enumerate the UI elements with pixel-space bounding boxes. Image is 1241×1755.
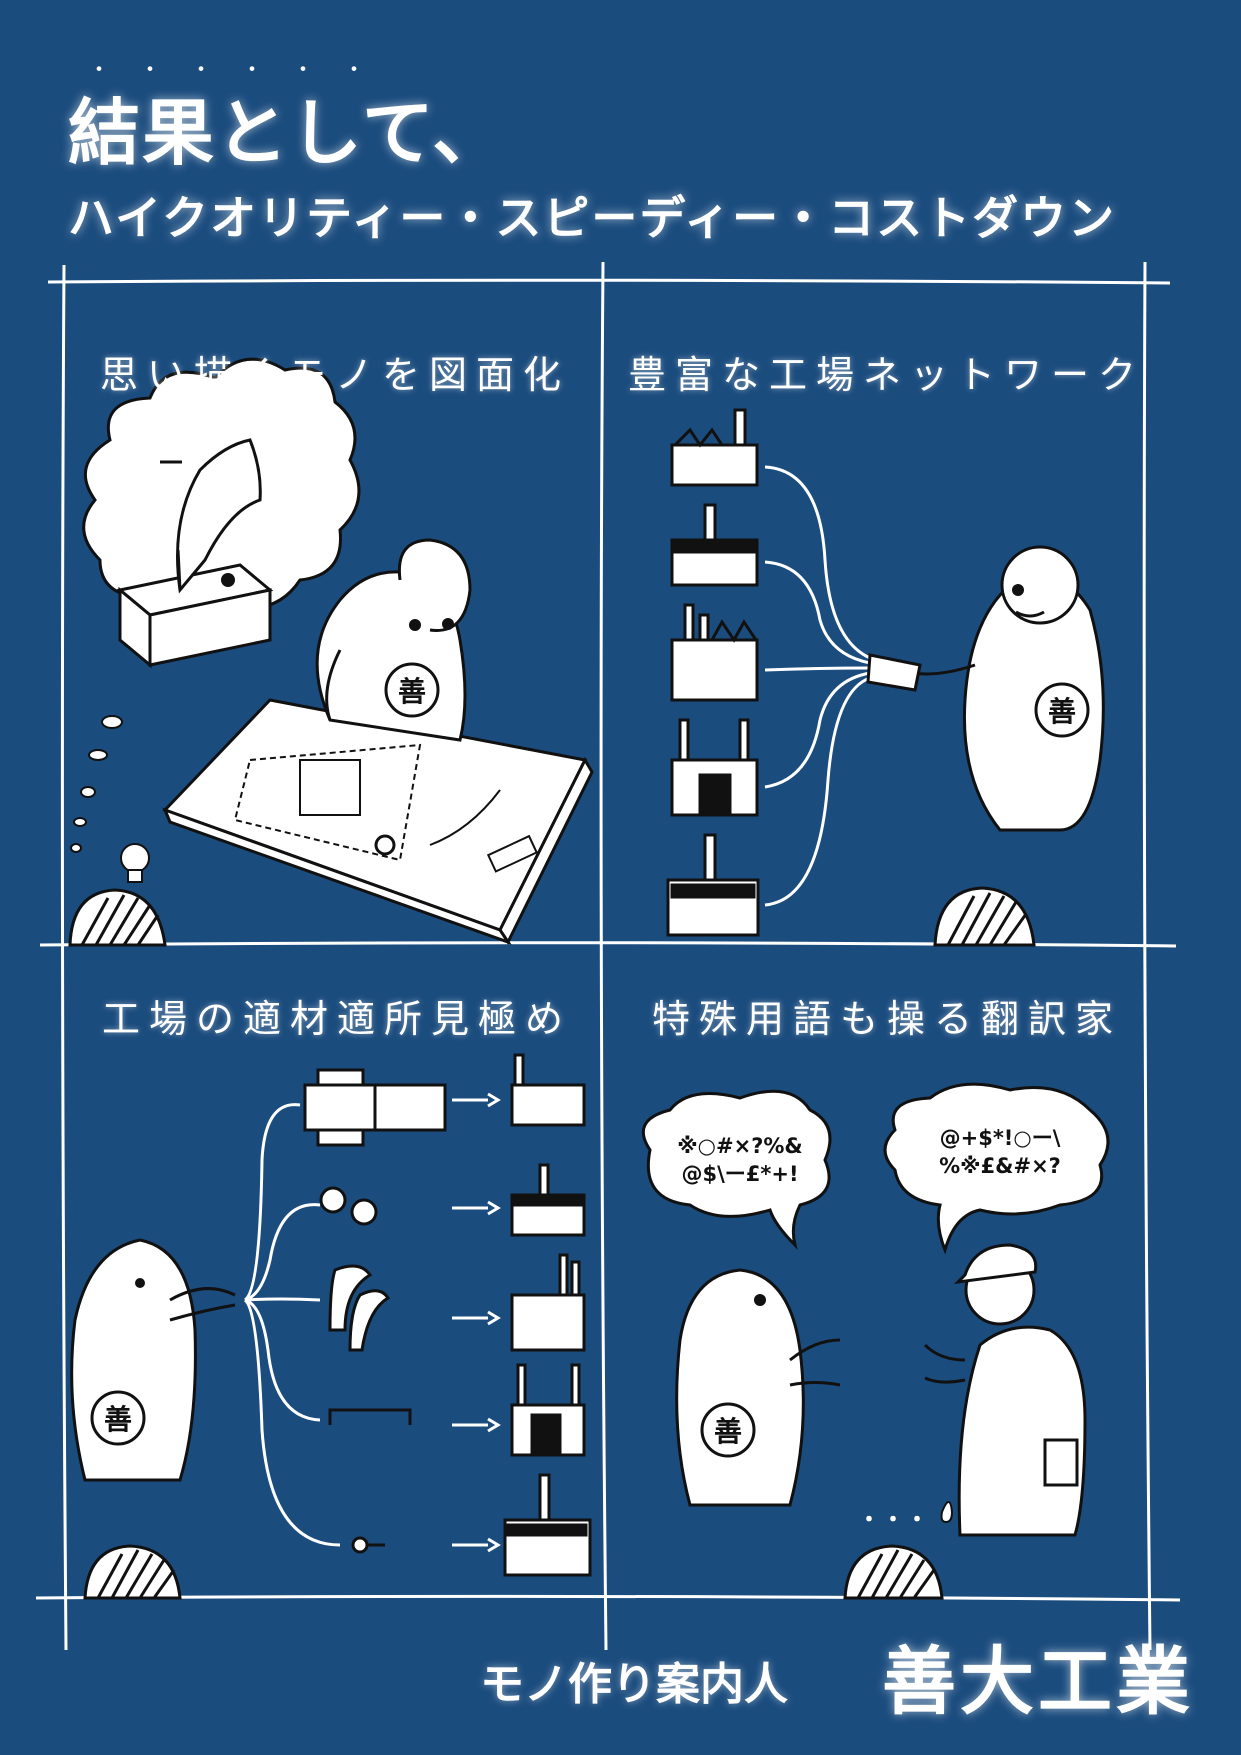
factory-icon-3 xyxy=(670,603,759,702)
hatched-head-icon xyxy=(68,888,167,947)
speech-bubble-left-text: ※○#×?%& @$\ー£*+! xyxy=(677,1134,803,1186)
mascot-handshake xyxy=(866,545,1105,832)
hatched-head-icon-2 xyxy=(933,886,1036,947)
emphasis-dots: ・・・・・・ xyxy=(88,58,395,83)
mascot-mark-3: 善 xyxy=(104,1403,132,1436)
branch-lines xyxy=(243,1103,341,1547)
factory-icon-4 xyxy=(670,718,759,817)
panel-heading-drawing: 思い描くモノを図面化 xyxy=(100,353,571,397)
drafting-board xyxy=(162,698,594,945)
thought-trail-dots xyxy=(70,715,123,853)
network-lines xyxy=(764,465,871,907)
panel-grid xyxy=(35,261,1181,1651)
panel-heading-matching: 工場の適材適所見極め xyxy=(102,997,573,1041)
speech-bubble-right-text: @+$*!○ー\ %※£&#×? xyxy=(939,1126,1061,1178)
mascot-mark-1: 善 xyxy=(398,675,426,708)
mascot-mark-2: 善 xyxy=(1048,695,1076,728)
footer-brand-logo: 善大工業 xyxy=(882,1639,1194,1725)
sweat-drop-icon xyxy=(940,1501,954,1524)
lightbulb-icon xyxy=(120,843,150,883)
panel-heading-network: 豊富な工場ネットワーク xyxy=(628,353,1146,397)
speech-bubbles xyxy=(641,1082,1110,1255)
factory-icon-1 xyxy=(670,408,759,487)
mascot-mark-4: 善 xyxy=(714,1415,742,1448)
sigh-dots: ・・・ xyxy=(858,1508,931,1533)
parts-column xyxy=(303,1068,447,1554)
mascot-talking xyxy=(675,1268,841,1507)
panel-heading-translator: 特殊用語も操る翻訳家 xyxy=(652,997,1123,1041)
mascot-directing xyxy=(70,1238,236,1482)
thought-cloud xyxy=(82,357,361,669)
factory-icon-2 xyxy=(670,503,759,587)
hatched-head-icon-3 xyxy=(83,1544,182,1600)
footer-tagline: モノ作り案内人 xyxy=(480,1659,788,1710)
page-subtitle: ハイクオリティー・スピーディー・コストダウン xyxy=(68,191,1117,245)
foreign-worker xyxy=(923,1243,1087,1537)
parts-arrows xyxy=(452,1092,501,1553)
factory-list-network xyxy=(666,408,760,937)
page-title: 結果として、 xyxy=(68,91,507,175)
factory-icon-5 xyxy=(666,833,760,937)
hatched-head-icon-4 xyxy=(843,1544,944,1600)
factory-list-matched xyxy=(503,1053,592,1577)
